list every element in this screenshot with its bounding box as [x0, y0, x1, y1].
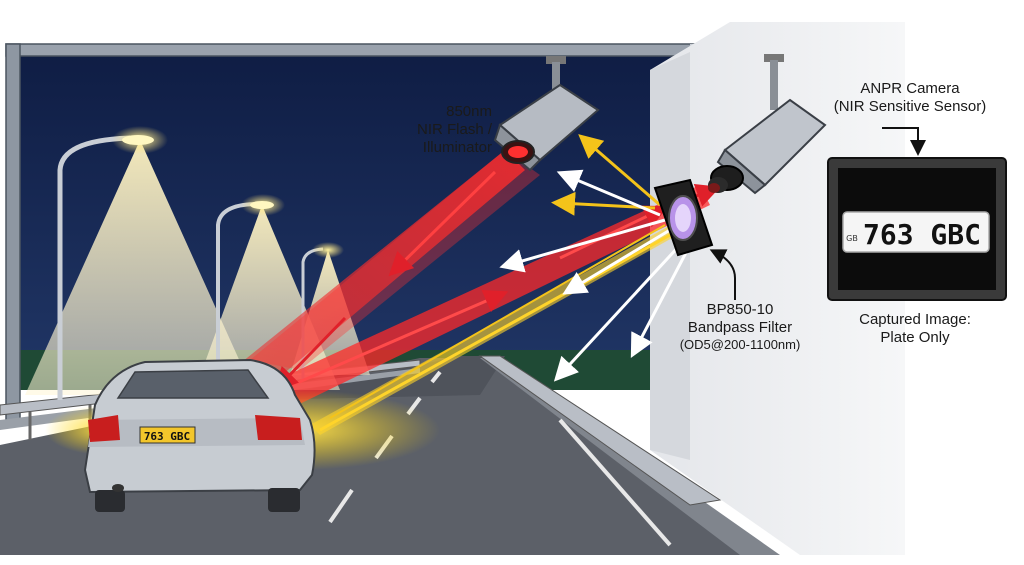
captured-image-monitor	[827, 157, 1007, 301]
filter-label-line-2: Bandpass Filter	[687, 319, 793, 336]
captured-label-line-2: Plate Only	[880, 329, 950, 346]
anpr-camera	[708, 54, 827, 195]
rejected-light-rays	[499, 169, 692, 382]
filter-label-line-3: (OD5@200-1100nm)	[679, 337, 801, 352]
filter-label-line-1: BP850-10	[706, 301, 774, 318]
right-rail	[478, 355, 722, 506]
car-plate-text: 763 GBC	[144, 430, 190, 443]
anpr-label-line-1: ANPR Camera	[860, 80, 960, 97]
flash-label-line-1: 850nm	[446, 103, 492, 120]
captured-plate-text: 763 GBC	[863, 218, 981, 251]
gantry-wall	[650, 22, 905, 555]
anpr-label-line-2: (NIR Sensitive Sensor)	[833, 98, 987, 115]
captured-plate-side: GB	[846, 234, 858, 243]
flash-label-line-3: Illuminator	[422, 139, 492, 156]
flash-label-line-2: NIR Flash /	[416, 121, 492, 138]
flash-label: 850nm NIR Flash / Illuminator	[372, 103, 492, 157]
nir-flash-unit	[493, 56, 600, 172]
pointer-arrows	[709, 127, 926, 300]
filter-label: BP850-10 Bandpass Filter (OD5@200-1100nm…	[655, 301, 825, 353]
bandpass-filter	[653, 178, 714, 257]
street-lamp-1	[25, 126, 255, 400]
anpr-camera-label: ANPR Camera (NIR Sensitive Sensor)	[810, 80, 1010, 116]
car	[83, 358, 316, 512]
captured-image-label: Captured Image: Plate Only	[830, 311, 1000, 347]
captured-label-line-1: Captured Image:	[859, 311, 971, 328]
car-plate-bg	[139, 426, 196, 444]
